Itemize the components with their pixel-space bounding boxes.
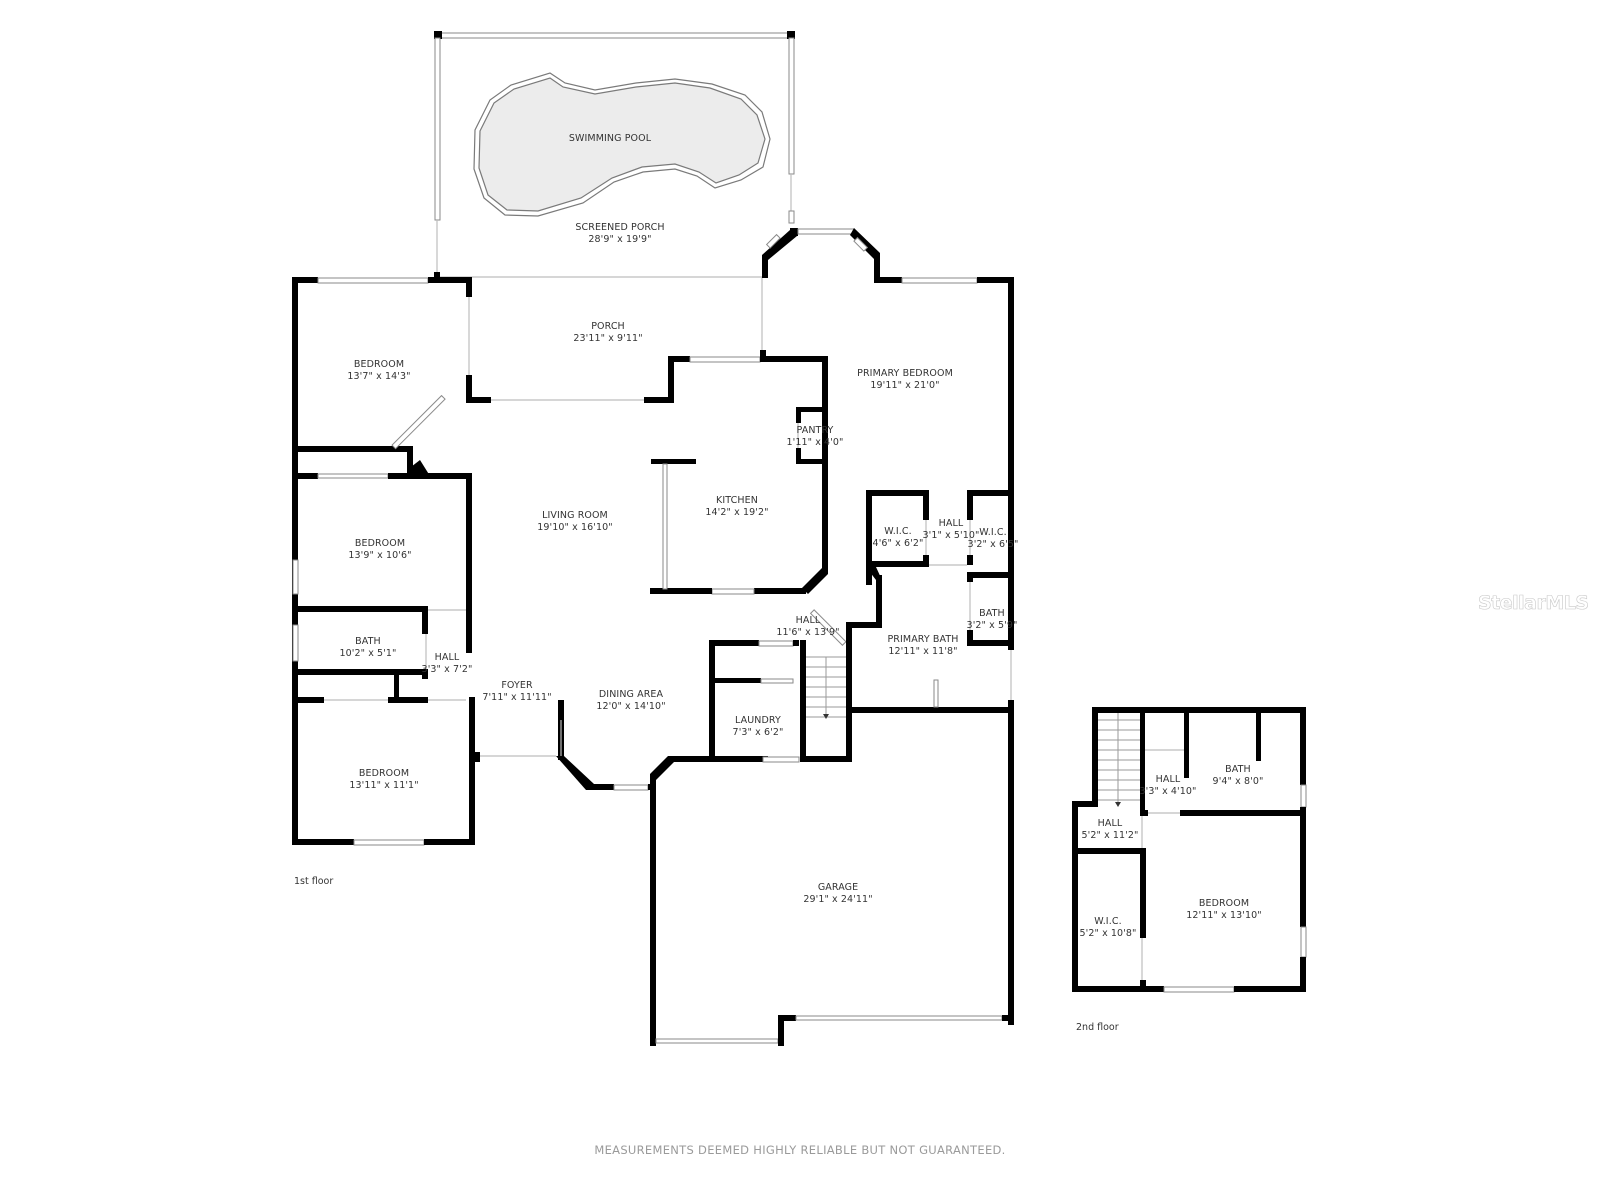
second-floor-stairs [1098, 713, 1140, 807]
room-wic-2: W.I.C.3'2" x 6'5" [967, 527, 1019, 550]
measurement-disclaimer: MEASUREMENTS DEEMED HIGHLY RELIABLE BUT … [594, 1143, 1006, 1157]
room-swimming-pool: SWIMMING POOL [568, 133, 652, 144]
first-floor-walls [292, 228, 1014, 1046]
room-wic-upper: W.I.C.5'2" x 10'8" [1079, 916, 1137, 939]
floor-label-2nd: 2nd floor [1076, 1022, 1119, 1033]
stellar-mls-watermark: StellarMLS [1478, 592, 1590, 615]
first-floor-stairs [806, 656, 846, 719]
floor-label-1st: 1st floor [294, 876, 334, 887]
room-wic-1: W.I.C.4'6" x 6'2" [872, 526, 924, 549]
swimming-pool-shape [473, 72, 771, 217]
second-floor-walls [1072, 707, 1307, 993]
screened-porch-enclosure [434, 31, 795, 278]
